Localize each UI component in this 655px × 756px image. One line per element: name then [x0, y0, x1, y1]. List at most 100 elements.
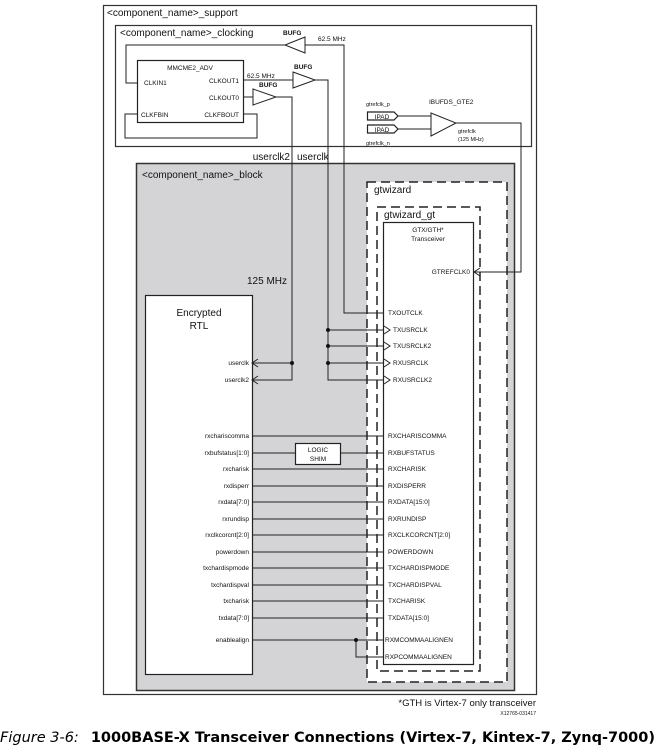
rtl-enablealign-port: enablealign	[216, 637, 250, 644]
clock-input-port-icon	[251, 375, 259, 385]
transceiver-data-port: RXCLKCORCNT[2:0]	[388, 532, 450, 539]
junction-dot	[326, 328, 330, 332]
clock-input-port-icon	[383, 325, 391, 335]
mmcm-box	[136, 59, 245, 124]
freq-62-5-top: 62.5 MHz	[318, 36, 346, 43]
ipad-n-label: IPAD	[375, 127, 390, 134]
encrypted-rtl-box	[144, 294, 254, 676]
port-gtrefclk0: GTREFCLK0	[432, 269, 471, 276]
transceiver-box	[382, 221, 475, 666]
transceiver-data-port: RXCHARISK	[388, 466, 427, 473]
port-txoutclk: TXOUTCLK	[388, 310, 423, 317]
mmcm-name: MMCME2_ADV	[167, 65, 214, 72]
transceiver-clock-port: RXUSRCLK2	[393, 377, 432, 384]
gtrefclk-freq-label: (125 MHz)	[458, 137, 484, 143]
footnote: *GTH is Virtex-7 only transceiver	[398, 698, 536, 709]
rtl-data-port: txchardispmode	[203, 565, 249, 572]
logic-shim-box	[294, 442, 342, 466]
rtl-data-port: txchardispval	[211, 582, 249, 589]
feedback-wire	[124, 113, 258, 139]
rtl-title-1: Encrypted	[176, 308, 221, 319]
gtrefclk-n-label: gtrefclk_n	[366, 141, 390, 147]
transceiver-comma-port: RXMCOMMAALIGNEN	[385, 637, 453, 644]
transceiver-data-port: RXBUFSTATUS	[388, 450, 435, 457]
gtwizard-label: gtwizard	[374, 185, 411, 196]
ipad-n-icon	[366, 124, 399, 134]
transceiver-data-port: RXDATA[15:0]	[388, 499, 430, 506]
bufg-clkout1-icon	[292, 71, 317, 89]
enablealign-wire	[355, 640, 384, 658]
rtl-data-port: rxdisperr	[224, 483, 250, 490]
txoutclk-wire	[305, 44, 384, 314]
junction-dot	[290, 361, 294, 365]
transceiver-title-2: Transceiver	[411, 236, 446, 243]
transceiver-data-port: TXCHARDISPVAL	[388, 582, 442, 589]
transceiver-data-port: TXCHARDISPMODE	[388, 565, 450, 572]
gtrefclk-label: gtrefclk	[458, 129, 476, 135]
bufg-clkout0-icon	[252, 88, 278, 106]
rtl-data-port: rxclkcorcnt[2:0]	[205, 532, 249, 539]
net-label-userclk2: userclk2	[253, 152, 291, 163]
freq-62-5-mmcm: 62.5 MHz	[247, 73, 275, 80]
net-label-userclk: userclk	[297, 152, 330, 163]
transceiver-data-port: RXDISPERR	[388, 483, 426, 490]
net-label-bg	[250, 150, 342, 162]
logic-shim-line2: SHIM	[310, 456, 326, 463]
transceiver-data-port: TXCHARISK	[388, 598, 426, 605]
junction-dot	[326, 361, 330, 365]
figure-number: Figure 3-6:	[0, 730, 79, 746]
gtrefclk-p-label: gtrefclk_p	[366, 102, 390, 108]
clkin1-wire	[125, 44, 285, 84]
gtrefclk-wire	[456, 122, 522, 273]
figure-caption: Figure 3-6: 1000BASE-X Transceiver Connec…	[0, 730, 655, 746]
rtl-data-port: rxcharisk	[223, 466, 250, 473]
gtrefclk0-port-icon	[473, 267, 481, 277]
transceiver-data-port: RXCHARISCOMMA	[388, 433, 447, 440]
clock-input-port-icon	[383, 358, 391, 368]
bufg-label-clkout1: BUFG	[294, 64, 312, 71]
mmcm-clkfbin: CLKFBIN	[141, 112, 169, 119]
ibufds-gte2-icon	[430, 112, 458, 137]
logic-shim-line1: LOGIC	[308, 447, 329, 454]
transceiver-data-port: RXRUNDISP	[388, 516, 426, 523]
gtwizard-gt-label: gtwizard_gt	[384, 210, 435, 221]
transceiver-clock-port: TXUSRCLK2	[393, 343, 432, 350]
userclk-wire	[315, 79, 384, 381]
userclk2-wire	[252, 96, 293, 381]
rtl-data-port: rxrundisp	[222, 516, 249, 523]
figure-id: X12765-031417	[500, 711, 536, 717]
transceiver-clock-port: RXUSRCLK	[393, 360, 429, 367]
rtl-data-port: rxdata[7:0]	[218, 499, 249, 506]
bufg-label-top: BUFG	[283, 30, 301, 37]
rtl-data-port: rxchariscomma	[205, 433, 249, 440]
figure-title: 1000BASE-X Transceiver Connections (Virt…	[90, 730, 655, 746]
support-label: <component_name>_support	[107, 8, 238, 19]
rtl-clock-port: userclk2	[225, 377, 250, 384]
clocking-label: <component_name>_clocking	[120, 28, 253, 39]
block-label: <component_name>_block	[142, 170, 264, 181]
transceiver-title-1: GTX/GTH*	[412, 227, 444, 234]
transceiver-data-port: TXDATA[15:0]	[388, 615, 429, 622]
transceiver-comma-port: RXPCOMMAALIGNEN	[385, 654, 452, 661]
clock-input-port-icon	[383, 375, 391, 385]
ibufds-gte2-label: IBUFDS_GTE2	[429, 99, 474, 106]
transceiver-data-port: POWERDOWN	[388, 549, 433, 556]
mmcm-clkin1: CLKIN1	[144, 80, 167, 87]
clock-input-port-icon	[251, 358, 259, 368]
junction-dot	[354, 638, 358, 642]
mmcm-clkfbout: CLKFBOUT	[204, 112, 239, 119]
rtl-data-port: txcharisk	[223, 598, 249, 605]
mmcm-clkout1: CLKOUT1	[209, 78, 239, 85]
ipad-p-label: IPAD	[375, 114, 390, 121]
transceiver-connection-diagram: <component_name>_support <component_name…	[102, 4, 538, 717]
rtl-data-port: rxbufstatus[1:0]	[205, 450, 250, 457]
clock-input-port-icon	[383, 341, 391, 351]
junction-dot	[326, 344, 330, 348]
bufg-label-clkout0: BUFG	[259, 82, 277, 89]
freq-125-block: 125 MHz	[247, 276, 287, 287]
rtl-data-port: txdata[7:0]	[219, 615, 250, 622]
rtl-clock-port: userclk	[228, 360, 249, 367]
rtl-data-port: powerdown	[216, 549, 250, 556]
rtl-title-2: RTL	[190, 321, 209, 332]
ipad-p-icon	[366, 111, 399, 121]
